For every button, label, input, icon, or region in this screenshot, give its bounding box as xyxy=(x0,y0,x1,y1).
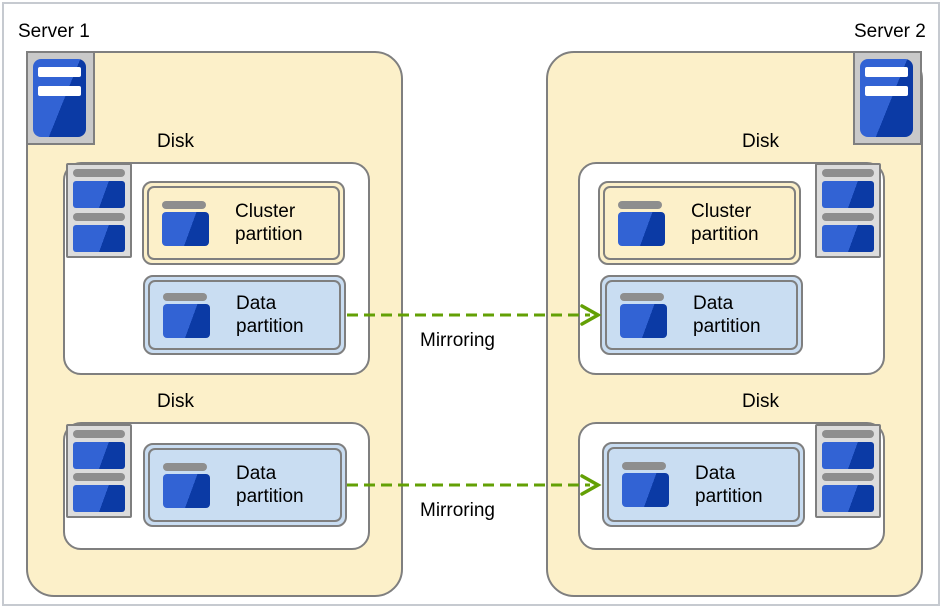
data-partition-label: Data partition xyxy=(695,462,763,507)
disk-stack-icon xyxy=(66,424,132,518)
server2-data-partition-2: Data partition xyxy=(602,442,805,527)
disk-partition-icon xyxy=(620,292,667,338)
data-partition-label: Data partition xyxy=(693,293,761,337)
server1-disk2-label: Disk xyxy=(157,391,194,412)
disk-partition-icon xyxy=(163,292,210,338)
data-partition-label: Data partition xyxy=(236,293,304,337)
server1-label: Server 1 xyxy=(18,21,90,42)
server2-disk2-label: Disk xyxy=(742,391,779,412)
disk-stack-icon xyxy=(815,424,881,518)
server1-disk1-label: Disk xyxy=(157,131,194,152)
mirroring-label-1: Mirroring xyxy=(420,330,495,351)
diagram-frame xyxy=(2,2,940,606)
server-tower-icon xyxy=(853,51,922,145)
server2-disk1-label: Disk xyxy=(742,131,779,152)
server1-cluster-partition: Cluster partition xyxy=(142,181,345,265)
server1-data-partition-1: Data partition xyxy=(143,275,346,355)
disk-stack-icon xyxy=(66,163,132,258)
disk-partition-icon xyxy=(162,200,209,246)
server-tower-icon xyxy=(26,51,95,145)
server2-data-partition-1: Data partition xyxy=(600,275,803,355)
mirroring-label-2: Mirroring xyxy=(420,500,495,521)
server1-box: Disk Cluster partition Data partition Di… xyxy=(26,51,403,597)
server2-cluster-partition: Cluster partition xyxy=(598,181,801,265)
server2-label: Server 2 xyxy=(854,21,926,42)
cluster-partition-label: Cluster partition xyxy=(691,201,759,245)
disk-partition-icon xyxy=(622,462,669,507)
disk-stack-icon xyxy=(815,163,881,258)
disk-partition-icon xyxy=(618,200,665,246)
data-partition-label: Data partition xyxy=(236,463,304,507)
server2-box: Disk Cluster partition Data partition Di… xyxy=(546,51,923,597)
disk-partition-icon xyxy=(163,462,210,508)
cluster-partition-label: Cluster partition xyxy=(235,201,303,245)
server1-data-partition-2: Data partition xyxy=(143,443,347,527)
